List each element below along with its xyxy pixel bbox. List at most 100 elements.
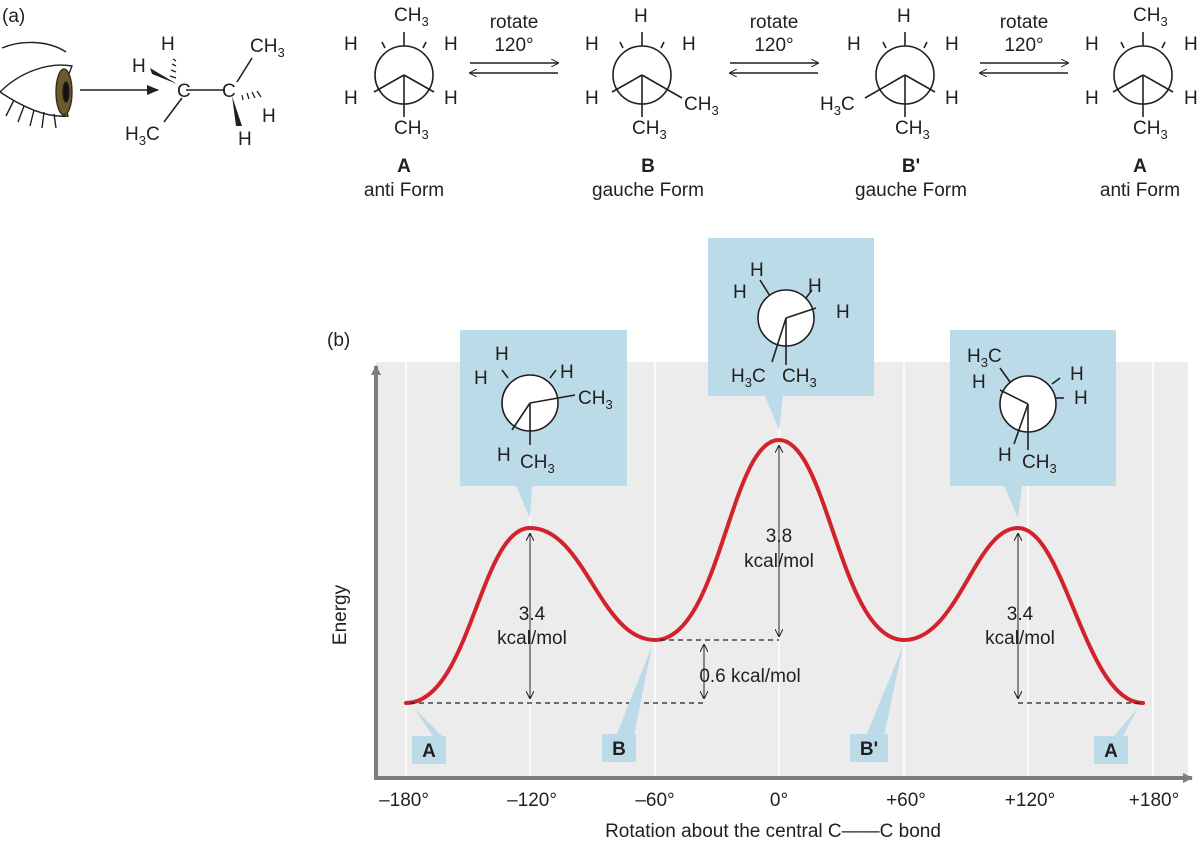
conformer-name-b-prime: gauche Form xyxy=(855,180,967,201)
minimum-label-b: B xyxy=(602,646,652,762)
svg-text:120°: 120° xyxy=(494,35,533,56)
svg-text:CH3: CH3 xyxy=(1133,5,1168,29)
newman-a-right xyxy=(1112,32,1174,117)
x-tick-label: +60° xyxy=(886,790,926,811)
panel-b-label: (b) xyxy=(327,330,350,351)
energy-curve xyxy=(404,437,1145,705)
svg-text:H: H xyxy=(585,34,599,55)
svg-text:H: H xyxy=(560,362,574,383)
svg-text:H: H xyxy=(585,88,599,109)
minimum-label-b-prime: B' xyxy=(850,646,903,762)
atom-h3: H xyxy=(262,106,276,127)
svg-text:CH3: CH3 xyxy=(684,94,719,118)
x-tick-label: –60° xyxy=(635,790,674,811)
x-tick-label: –180° xyxy=(379,790,429,811)
callout-maximum-1: HH H CH3 H CH3 xyxy=(460,330,627,518)
atom-h2: H xyxy=(132,56,146,77)
eye-icon xyxy=(0,41,73,129)
x-tick-labels: –180° –120° –60° 0° +60° +120° +180° xyxy=(379,790,1179,811)
conformer-name-a-left: anti Form xyxy=(364,180,444,201)
gauche-diff-label: 0.6 kcal/mol xyxy=(699,666,800,687)
x-tick-label: +120° xyxy=(1005,790,1055,811)
callout-maximum-3: H3C H HH H CH3 xyxy=(950,330,1116,518)
svg-text:H: H xyxy=(474,368,488,389)
barrier-1-unit: kcal/mol xyxy=(497,628,567,649)
svg-text:H3C: H3C xyxy=(967,346,1002,370)
svg-text:H: H xyxy=(808,276,822,297)
rotate-arrow-3: rotate 120° xyxy=(980,12,1068,73)
rotate-arrow-1: rotate 120° xyxy=(470,12,558,73)
svg-text:H: H xyxy=(897,6,911,27)
svg-text:H: H xyxy=(1184,34,1198,55)
barrier-1-value: 3.4 xyxy=(519,604,546,625)
y-axis-label: Energy xyxy=(330,584,351,645)
conformer-letter-a-right: A xyxy=(1133,156,1147,177)
svg-text:H: H xyxy=(1085,34,1099,55)
x-tick-label: 0° xyxy=(770,790,788,811)
barrier-arrows xyxy=(530,446,1018,698)
svg-text:H: H xyxy=(682,34,696,55)
callout-maximum-2: HH HH H3C CH3 xyxy=(708,238,874,430)
svg-text:CH3: CH3 xyxy=(394,118,429,142)
svg-text:H: H xyxy=(444,34,458,55)
barrier-3-value: 3.4 xyxy=(1007,604,1034,625)
svg-text:H: H xyxy=(847,34,861,55)
panel-a-label: (a) xyxy=(2,6,25,27)
ethane-sawhorse: C C H H H H CH3 H3C xyxy=(125,34,285,150)
x-axis-label: Rotation about the central C——C bond xyxy=(605,821,941,842)
svg-text:H: H xyxy=(444,88,458,109)
newman-a-left xyxy=(373,32,435,117)
newman-b xyxy=(611,32,683,117)
svg-text:H: H xyxy=(750,260,764,281)
reference-lines xyxy=(410,639,1140,704)
x-tick-label: +180° xyxy=(1129,790,1179,811)
group-ch3: CH3 xyxy=(250,36,285,60)
minimum-label-a-left: A xyxy=(412,708,446,764)
svg-text:H: H xyxy=(998,445,1012,466)
svg-text:CH3: CH3 xyxy=(895,118,930,142)
svg-text:A: A xyxy=(422,741,436,762)
svg-text:H: H xyxy=(1085,88,1099,109)
svg-text:120°: 120° xyxy=(1004,35,1043,56)
svg-text:120°: 120° xyxy=(754,35,793,56)
svg-text:CH3: CH3 xyxy=(632,118,667,142)
svg-text:H3C: H3C xyxy=(820,94,855,118)
svg-text:H: H xyxy=(495,344,509,365)
atom-c2: C xyxy=(222,81,236,102)
svg-text:H: H xyxy=(945,34,959,55)
svg-text:H: H xyxy=(1184,88,1198,109)
svg-text:CH3: CH3 xyxy=(1133,118,1168,142)
barrier-2-value: 3.8 xyxy=(766,526,792,547)
svg-text:H: H xyxy=(836,302,850,323)
conformer-letter-b-prime: B' xyxy=(902,156,920,177)
conformer-name-b: gauche Form xyxy=(592,180,704,201)
svg-text:H: H xyxy=(344,34,358,55)
svg-text:H: H xyxy=(1074,388,1088,409)
newman-b-prime xyxy=(864,32,936,117)
barrier-2-unit: kcal/mol xyxy=(744,551,814,572)
atom-h4: H xyxy=(238,129,252,150)
svg-text:H: H xyxy=(497,445,511,466)
svg-text:H: H xyxy=(1070,364,1084,385)
svg-text:A: A xyxy=(1104,741,1118,762)
minimum-label-a-right: A xyxy=(1094,708,1138,764)
svg-text:H: H xyxy=(945,88,959,109)
svg-text:rotate: rotate xyxy=(1000,12,1049,33)
rotate-arrow-2: rotate 120° xyxy=(730,12,818,73)
conformer-name-a-right: anti Form xyxy=(1100,180,1180,201)
svg-text:CH3: CH3 xyxy=(394,5,429,29)
svg-text:H: H xyxy=(344,88,358,109)
svg-text:rotate: rotate xyxy=(490,12,539,33)
svg-text:H: H xyxy=(634,6,648,27)
conformer-letter-a-left: A xyxy=(397,156,411,177)
svg-text:H: H xyxy=(733,282,747,303)
svg-text:H: H xyxy=(972,372,986,393)
gridlines xyxy=(405,362,1154,776)
conformer-letter-b: B xyxy=(641,156,655,177)
x-tick-label: –120° xyxy=(507,790,557,811)
atom-h1: H xyxy=(161,34,175,55)
svg-text:B: B xyxy=(612,739,626,760)
atom-c1: C xyxy=(177,81,191,102)
